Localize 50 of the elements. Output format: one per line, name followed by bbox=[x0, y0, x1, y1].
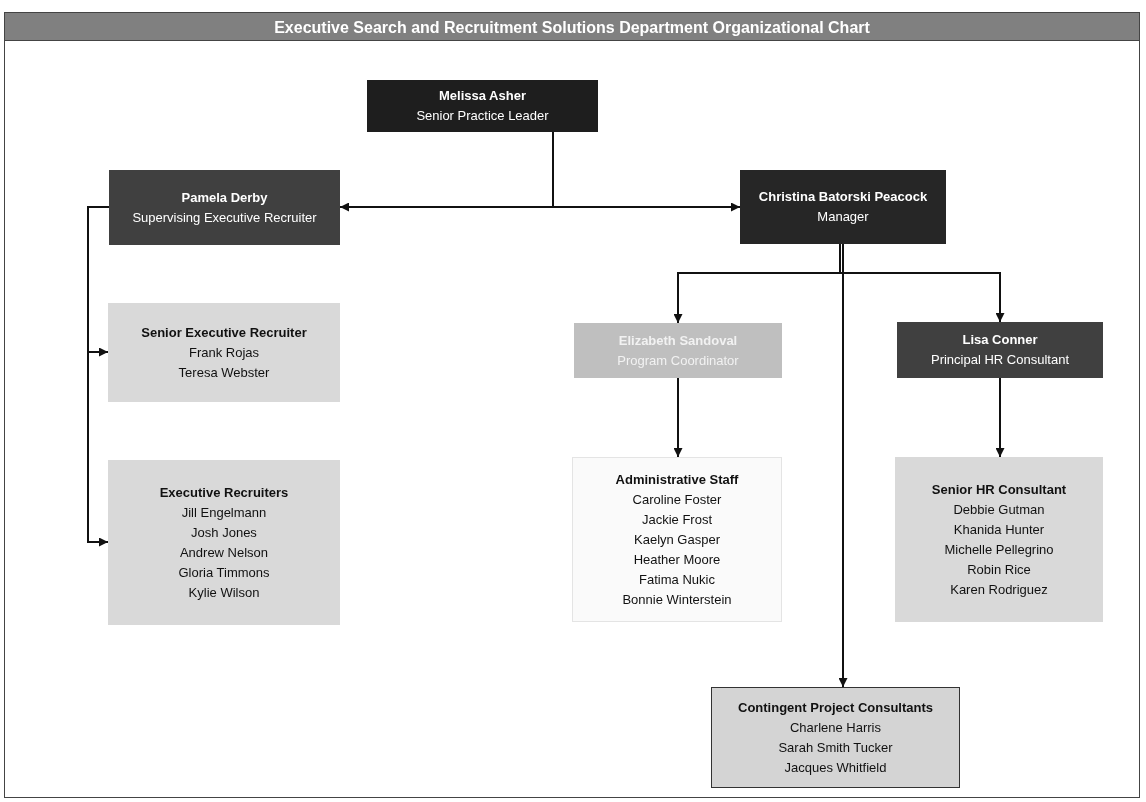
member-name: Karen Rodriguez bbox=[950, 580, 1048, 599]
member-name: Kylie Wilson bbox=[188, 583, 260, 602]
connector-arrow bbox=[995, 377, 1005, 458]
member-name: Heather Moore bbox=[633, 550, 721, 569]
group-heading: Executive Recruiters bbox=[159, 483, 289, 502]
member-name: Michelle Pellegrino bbox=[944, 540, 1054, 559]
member-name: Fatima Nukic bbox=[639, 570, 715, 589]
member-name: Frank Rojas bbox=[188, 343, 260, 362]
supervisor-box bbox=[109, 170, 340, 245]
member-name: Caroline Foster bbox=[632, 490, 722, 509]
group-heading: Administrative Staff bbox=[615, 470, 739, 489]
consultant-box bbox=[897, 322, 1103, 378]
member-name: Kaelyn Gasper bbox=[634, 530, 720, 549]
connector-arrow bbox=[838, 243, 848, 688]
member-name: Robin Rice bbox=[967, 560, 1031, 579]
connector-arrow bbox=[87, 206, 110, 547]
manager-box bbox=[740, 170, 946, 244]
team-box bbox=[895, 457, 1103, 622]
job-title: Supervising Executive Recruiter bbox=[132, 208, 317, 227]
member-name: Debbie Gutman bbox=[953, 500, 1045, 519]
member-name: Khanida Hunter bbox=[953, 520, 1045, 539]
person-name: Lisa Conner bbox=[962, 331, 1038, 349]
coordinator-box bbox=[574, 323, 782, 378]
leader-box bbox=[367, 80, 598, 132]
job-title: Principal HR Consultant bbox=[931, 351, 1069, 369]
connector-arrow bbox=[673, 377, 683, 458]
member-name: Jacques Whitfield bbox=[784, 758, 887, 777]
team-box bbox=[711, 687, 960, 788]
team-box bbox=[572, 457, 782, 622]
person-name: Melissa Asher bbox=[439, 87, 526, 105]
team-box bbox=[108, 460, 340, 625]
connector-arrow bbox=[552, 131, 741, 212]
job-title: Senior Practice Leader bbox=[416, 107, 549, 125]
member-name: Bonnie Winterstein bbox=[622, 590, 732, 609]
member-name: Andrew Nelson bbox=[179, 543, 269, 562]
member-name: Teresa Webster bbox=[178, 363, 270, 382]
chart-title: Executive Search and Recruitment Solutions Department Organizational Chart bbox=[4, 12, 1140, 41]
person-name: Christina Batorski Peacock bbox=[758, 188, 928, 206]
member-name: Sarah Smith Tucker bbox=[778, 738, 893, 757]
member-name: Gloria Timmons bbox=[178, 563, 270, 582]
team-box bbox=[108, 303, 340, 402]
person-name: Pamela Derby bbox=[181, 188, 268, 207]
member-name: Jackie Frost bbox=[641, 510, 713, 529]
job-title: Manager bbox=[817, 208, 869, 226]
group-heading: Senior HR Consultant bbox=[931, 480, 1067, 499]
group-heading: Contingent Project Consultants bbox=[738, 698, 933, 717]
group-heading: Senior Executive Recruiter bbox=[141, 323, 307, 342]
member-name: Jill Engelmann bbox=[181, 503, 267, 522]
member-name: Josh Jones bbox=[191, 523, 257, 542]
member-name: Charlene Harris bbox=[789, 718, 881, 737]
